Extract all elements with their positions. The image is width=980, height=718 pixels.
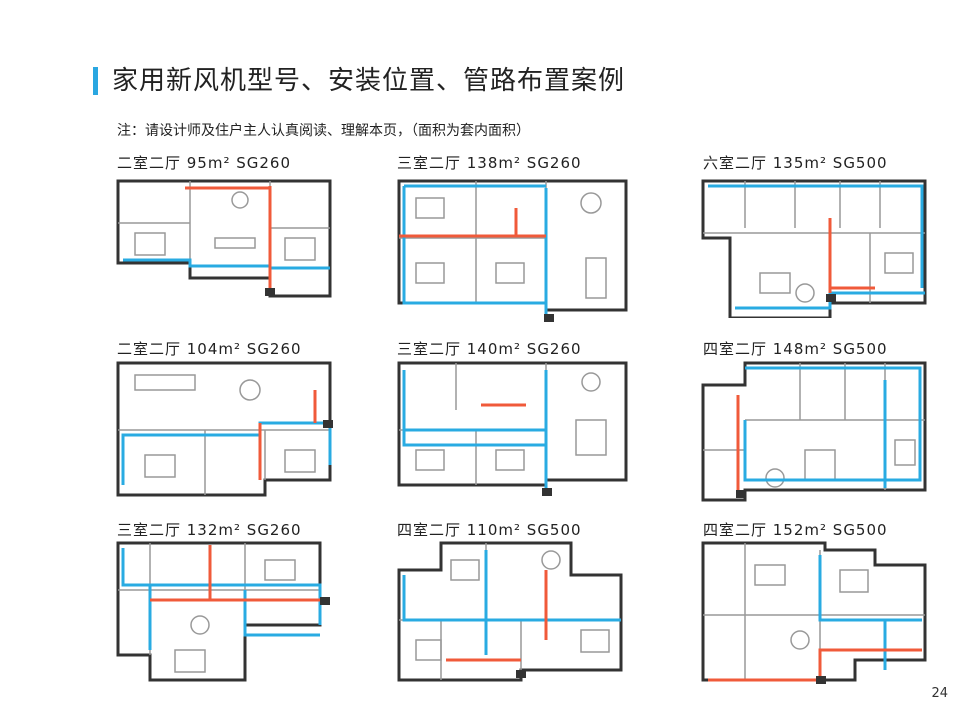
- plan-caption: 二室二厅 104m² SG260: [117, 340, 302, 358]
- plan-caption: 四室二厅 148m² SG500: [703, 340, 888, 358]
- floor-plan: [396, 540, 632, 685]
- page-note: 注：请设计师及住户主人认真阅读、理解本页，（面积为套内面积）: [117, 123, 530, 139]
- floor-plan: [700, 540, 930, 688]
- plan-caption: 四室二厅 152m² SG500: [703, 521, 888, 539]
- floor-plan: [396, 360, 632, 510]
- plan-caption: 三室二厅 132m² SG260: [117, 521, 302, 539]
- floor-plan: [700, 360, 930, 505]
- floor-plan: [700, 178, 930, 318]
- page-number: 24: [931, 686, 948, 701]
- floor-plan: [115, 540, 345, 685]
- page-title: 家用新风机型号、安装位置、管路布置案例: [112, 66, 626, 96]
- plan-caption: 三室二厅 140m² SG260: [397, 340, 582, 358]
- plan-caption: 六室二厅 135m² SG500: [703, 154, 888, 172]
- floor-plan: [115, 360, 345, 500]
- plan-caption: 三室二厅 138m² SG260: [397, 154, 582, 172]
- title-accent-bar: [93, 67, 98, 95]
- plan-caption: 四室二厅 110m² SG500: [397, 521, 582, 539]
- floor-plan: [115, 178, 335, 304]
- floor-plan: [396, 178, 632, 328]
- plan-caption: 二室二厅 95m² SG260: [117, 154, 292, 172]
